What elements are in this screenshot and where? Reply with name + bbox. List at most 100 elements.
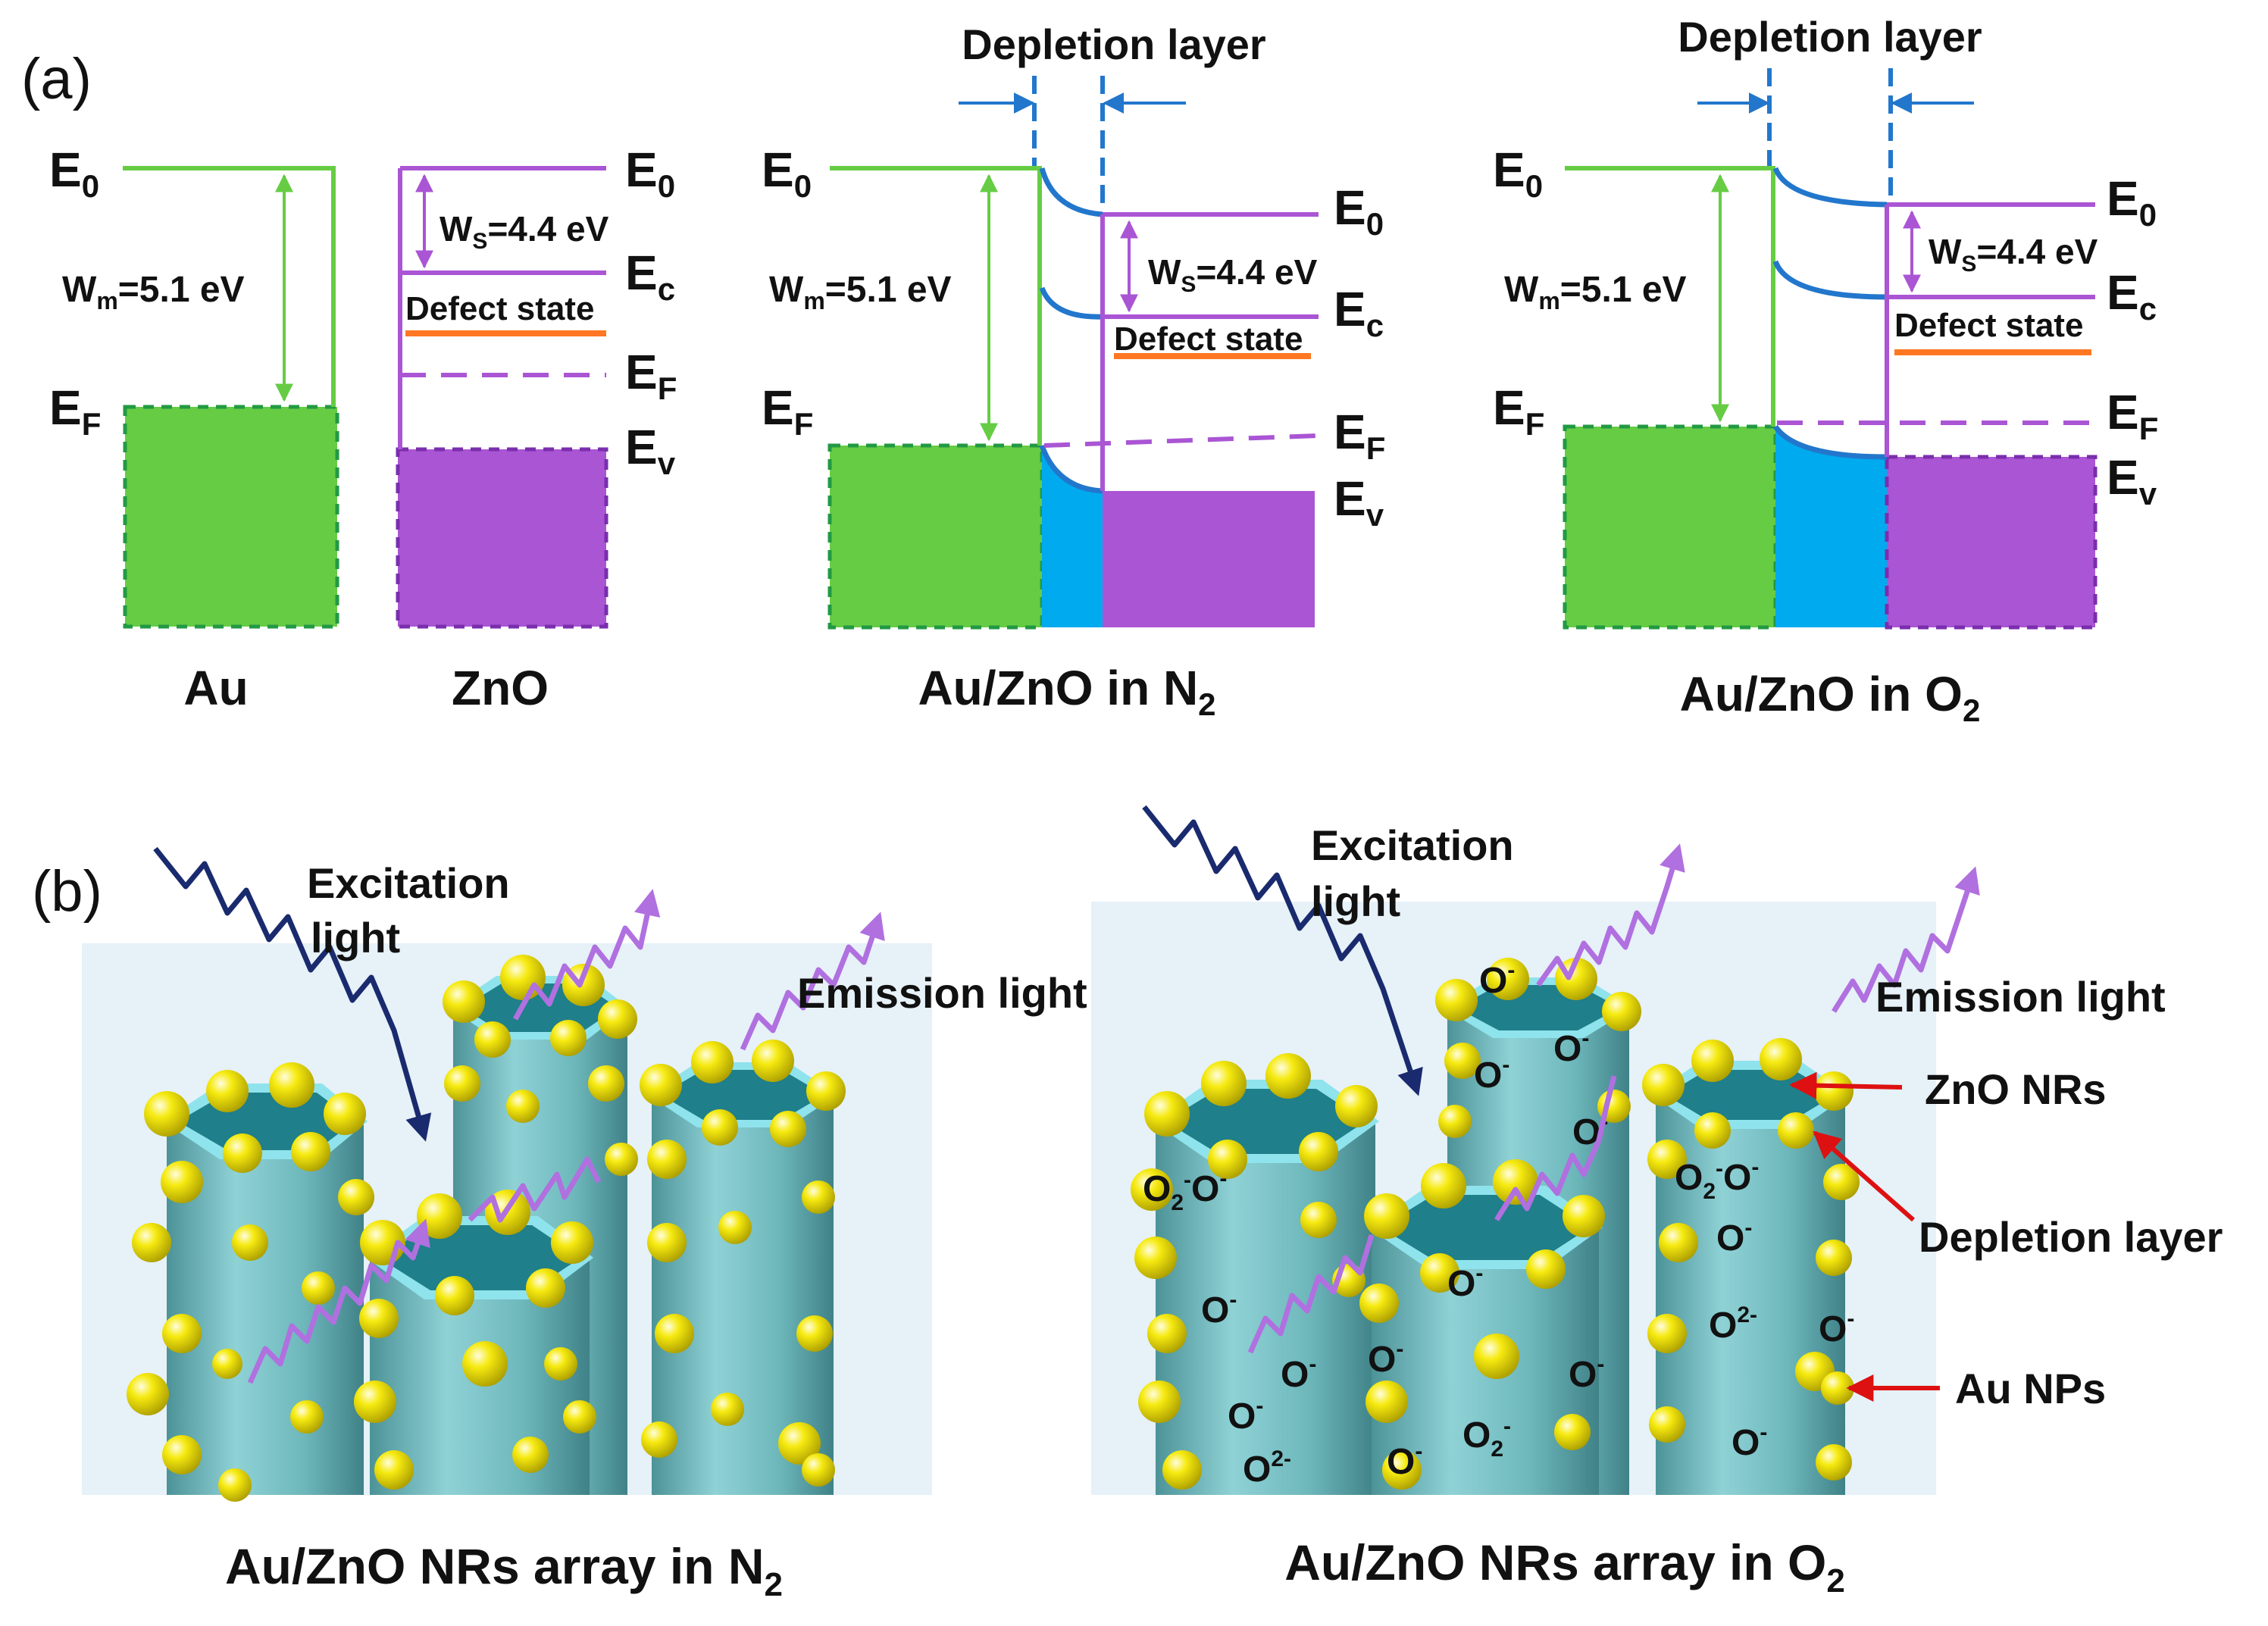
- emission-wave: [1832, 866, 1980, 1013]
- zno-defect-state-label: Defect state: [405, 290, 594, 327]
- zno-e0-label: E0: [625, 142, 675, 204]
- o2-ws-label: WS=4.4 eV: [1929, 232, 2098, 277]
- zno-nrs-pointer: [1789, 1071, 1903, 1099]
- n2-ef-au-label: EF: [762, 380, 813, 442]
- zno-ev-label: Ev: [625, 420, 676, 481]
- ion-label: O2-: [1709, 1302, 1757, 1346]
- zno-ef-label: EF: [625, 345, 677, 406]
- au-diagram: E0 EF Wm=5.1 eV Au: [49, 142, 339, 715]
- n2-fermi-level: [1043, 433, 1319, 448]
- emission-light-label-o2: Emission light: [1875, 973, 2166, 1021]
- zno-caption: ZnO: [452, 661, 549, 715]
- n2-defect-state-label: Defect state: [1114, 321, 1303, 358]
- au-nanoparticles-n2: [127, 955, 846, 1502]
- depletion-layer-label: Depletion layer: [1919, 1213, 2223, 1261]
- ion-label: O-: [1716, 1215, 1752, 1259]
- n2-depletion-layer-title: Depletion layer: [962, 20, 1265, 68]
- au-nps-label: Au NPs: [1955, 1365, 2106, 1412]
- emission-light-label-n2: Emission light: [797, 969, 1087, 1017]
- zno-valence-band: [396, 447, 608, 629]
- panel-a-label: (a): [21, 47, 92, 111]
- n2-depletion-region: [1042, 446, 1103, 627]
- n2-e0-zno-label: E0: [1334, 180, 1384, 242]
- o2-wm-label: Wm=5.1 eV: [1504, 270, 1687, 314]
- ion-label: O2-: [1243, 1446, 1291, 1490]
- o2-depletion-layer-title: Depletion layer: [1678, 13, 1982, 61]
- ion-label: O-: [1228, 1393, 1263, 1437]
- ion-label: O2-: [1462, 1414, 1511, 1462]
- ion-label: O-: [1368, 1337, 1403, 1380]
- panel-b-label: (b): [32, 859, 102, 924]
- nanorod: [163, 1083, 368, 1495]
- ion-label: O-: [1732, 1420, 1767, 1463]
- ion-label: O2-O-: [1143, 1166, 1227, 1215]
- au-zno-n2-diagram: Depletion layer E0 EF Wm=5.1 eV WS=4.4 e…: [762, 20, 1385, 722]
- panel-b: (b): [32, 805, 2223, 1603]
- excitation-light-wave-o2: [1142, 805, 1423, 1096]
- n2-valence-bend: [1039, 444, 1103, 494]
- zno-ws-label: WS=4.4 eV: [440, 209, 609, 254]
- ion-label: O-: [1387, 1439, 1422, 1482]
- o2-depletion-region: [1775, 427, 1887, 627]
- array-o2-caption: Au/ZnO NRs array in O2: [1284, 1534, 1845, 1599]
- au-fermi-sea: [123, 405, 339, 629]
- emission-wave: [247, 1218, 430, 1384]
- o2-defect-state-label: Defect state: [1894, 307, 2083, 344]
- n2-wm-label: Wm=5.1 eV: [769, 270, 952, 314]
- ion-label: O-: [1201, 1287, 1237, 1331]
- n2-caption: Au/ZnO in N2: [918, 661, 1215, 722]
- au-ef-label: EF: [49, 380, 101, 442]
- o2-e0-au-label: E0: [1493, 142, 1543, 204]
- n2-conduction-bend: [1039, 286, 1103, 320]
- au-nanoparticles-o2: [1131, 958, 1860, 1490]
- o2-zno-valence-band: [1885, 455, 2098, 630]
- panel-a: (a) E0 EF Wm=5.1 eV Au WS=4.4 eV Defect …: [21, 13, 2158, 728]
- o2-ev-label: Ev: [2107, 450, 2157, 511]
- o2-ec-label: Ec: [2107, 265, 2157, 327]
- n2-ef-zno-label: EF: [1334, 405, 1385, 466]
- au-zno-o2-diagram: Depletion layer E0 EF Wm=5.1 eV WS=4.4 e…: [1493, 13, 2158, 728]
- emission-wave: [740, 911, 885, 1051]
- emission-wave: [468, 1156, 602, 1223]
- o2-ef-zno-label: EF: [2107, 385, 2158, 446]
- oxygen-ions: O- O- O- O- O2-O- O- O- O- O2- O- O- O- …: [1143, 958, 1854, 1490]
- n2-zno-valence-band: [1103, 491, 1315, 627]
- emission-wave: [512, 889, 661, 1021]
- array-n2-caption: Au/ZnO NRs array in N2: [225, 1538, 783, 1603]
- ion-label: O2-O-: [1675, 1155, 1759, 1204]
- n2-au-fermi-sea: [827, 443, 1044, 630]
- n2-vacuum-bend: [1039, 167, 1103, 217]
- ion-label: O-: [1447, 1261, 1483, 1304]
- depletion-layer-pointer: [1813, 1130, 1915, 1222]
- n2-ws-label: WS=4.4 eV: [1148, 252, 1318, 297]
- ion-label: O-: [1479, 958, 1515, 1001]
- o2-vacuum-bend: [1772, 167, 1888, 208]
- emission-wave: [1247, 1234, 1375, 1354]
- emission-wave: [1494, 1075, 1617, 1221]
- o2-au-fermi-sea: [1563, 424, 1778, 630]
- array-o2-scene: O- O- O- O- O2-O- O- O- O- O2- O- O- O- …: [1091, 805, 2223, 1599]
- au-e0-label: E0: [49, 142, 99, 204]
- ion-label: O-: [1474, 1052, 1509, 1096]
- o2-e0-zno-label: E0: [2107, 171, 2157, 233]
- o2-caption: Au/ZnO in O2: [1680, 667, 1981, 728]
- n2-ec-label: Ec: [1334, 282, 1384, 343]
- excitation-light-wave-n2: [153, 846, 432, 1142]
- zno-ec-label: Ec: [625, 245, 675, 307]
- au-caption: Au: [183, 661, 248, 715]
- ion-label: O-: [1281, 1352, 1316, 1395]
- ion-label: O-: [1553, 1026, 1589, 1069]
- au-wm-label: Wm=5.1 eV: [62, 270, 245, 314]
- ion-label: O-: [1569, 1352, 1604, 1395]
- o2-ef-au-label: EF: [1493, 380, 1544, 442]
- zno-nrs-label: ZnO NRs: [1925, 1065, 2107, 1113]
- zno-diagram: WS=4.4 eV Defect state E0 Ec EF Ev ZnO: [396, 142, 677, 715]
- n2-e0-au-label: E0: [762, 142, 812, 204]
- ion-label: O-: [1819, 1306, 1854, 1349]
- o2-valence-bend: [1773, 424, 1888, 460]
- o2-conduction-bend: [1772, 260, 1888, 300]
- n2-ev-label: Ev: [1334, 471, 1384, 533]
